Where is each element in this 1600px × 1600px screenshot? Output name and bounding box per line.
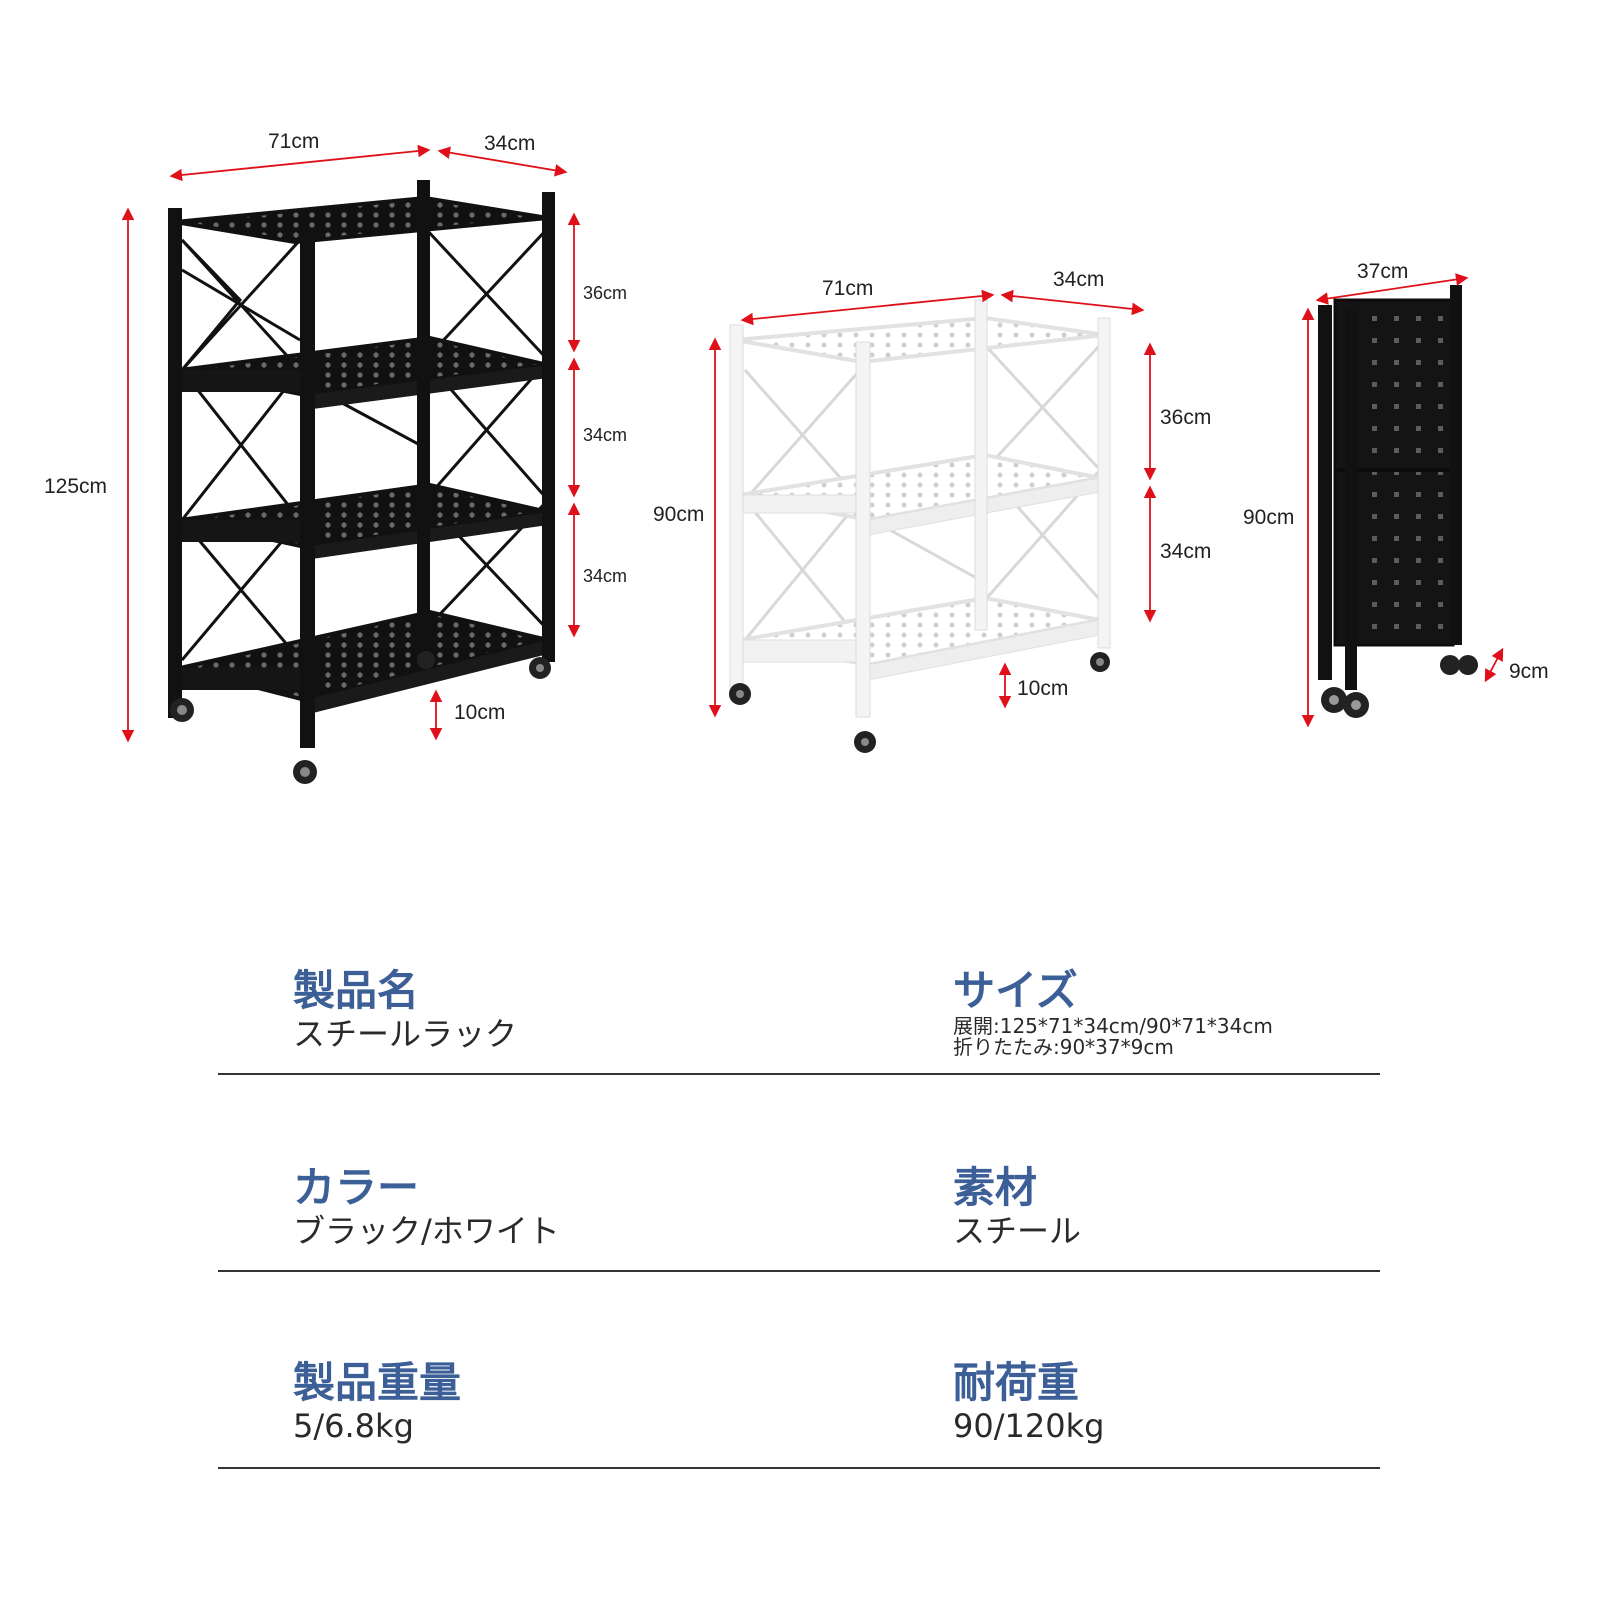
load-label: 耐荷重 bbox=[953, 1358, 1080, 1407]
folded-height-label: 90cm bbox=[1243, 506, 1295, 529]
spec-table: 製品名 スチールラック サイズ 展開:125*71*34cm/90*71*34c… bbox=[218, 960, 1380, 1560]
black-tier3-label: 34cm bbox=[583, 566, 628, 586]
folded-rack bbox=[1318, 285, 1478, 718]
product-name-value: スチールラック bbox=[293, 1015, 518, 1053]
spec-divider-3 bbox=[218, 1467, 1380, 1469]
black-width-label: 71cm bbox=[268, 130, 320, 153]
folded-thickness-label: 9cm bbox=[1509, 660, 1549, 683]
material-value: スチール bbox=[953, 1212, 1082, 1250]
white-depth-label: 34cm bbox=[1053, 268, 1105, 291]
black-tier2-label: 34cm bbox=[583, 425, 628, 445]
white-rack bbox=[729, 299, 1111, 753]
material-label: 素材 bbox=[953, 1163, 1038, 1212]
size-folded-value: 折りたたみ:90*37*9cm bbox=[953, 1035, 1174, 1059]
load-value: 90/120kg bbox=[953, 1407, 1105, 1445]
color-label: カラー bbox=[293, 1163, 420, 1212]
size-label: サイズ bbox=[953, 966, 1078, 1015]
product-figure: 71cm 34cm 125cm 36cm 34cm 34cm 10cm 71cm… bbox=[44, 130, 1549, 784]
white-tier1-label: 36cm bbox=[1160, 406, 1212, 429]
black-tier1-label: 36cm bbox=[583, 283, 628, 303]
folded-width-label: 37cm bbox=[1357, 260, 1409, 283]
weight-value: 5/6.8kg bbox=[293, 1407, 414, 1445]
size-expanded-value: 展開:125*71*34cm/90*71*34cm bbox=[953, 1014, 1273, 1038]
spec-row-2: カラー ブラック/ホワイト 素材 スチール bbox=[218, 1160, 1380, 1360]
color-value: ブラック/ホワイト bbox=[293, 1212, 560, 1250]
black-clearance-label: 10cm bbox=[454, 701, 506, 724]
product-name-label: 製品名 bbox=[293, 966, 420, 1015]
white-width-label: 71cm bbox=[822, 277, 874, 300]
spec-row-3: 製品重量 5/6.8kg 耐荷重 90/120kg bbox=[218, 1360, 1380, 1560]
white-clearance-label: 10cm bbox=[1017, 677, 1069, 700]
white-tier2-label: 34cm bbox=[1160, 540, 1212, 563]
black-height-label: 125cm bbox=[44, 475, 108, 498]
rack-illustrations bbox=[121, 144, 1504, 784]
spec-row-1: 製品名 スチールラック サイズ 展開:125*71*34cm/90*71*34c… bbox=[218, 960, 1380, 1160]
dimension-arrows bbox=[121, 144, 1504, 743]
black-rack bbox=[168, 180, 555, 784]
spec-divider-2 bbox=[218, 1270, 1380, 1272]
black-depth-label: 34cm bbox=[484, 132, 536, 155]
spec-divider-1 bbox=[218, 1073, 1380, 1075]
white-height-label: 90cm bbox=[653, 503, 705, 526]
weight-label: 製品重量 bbox=[293, 1358, 462, 1407]
